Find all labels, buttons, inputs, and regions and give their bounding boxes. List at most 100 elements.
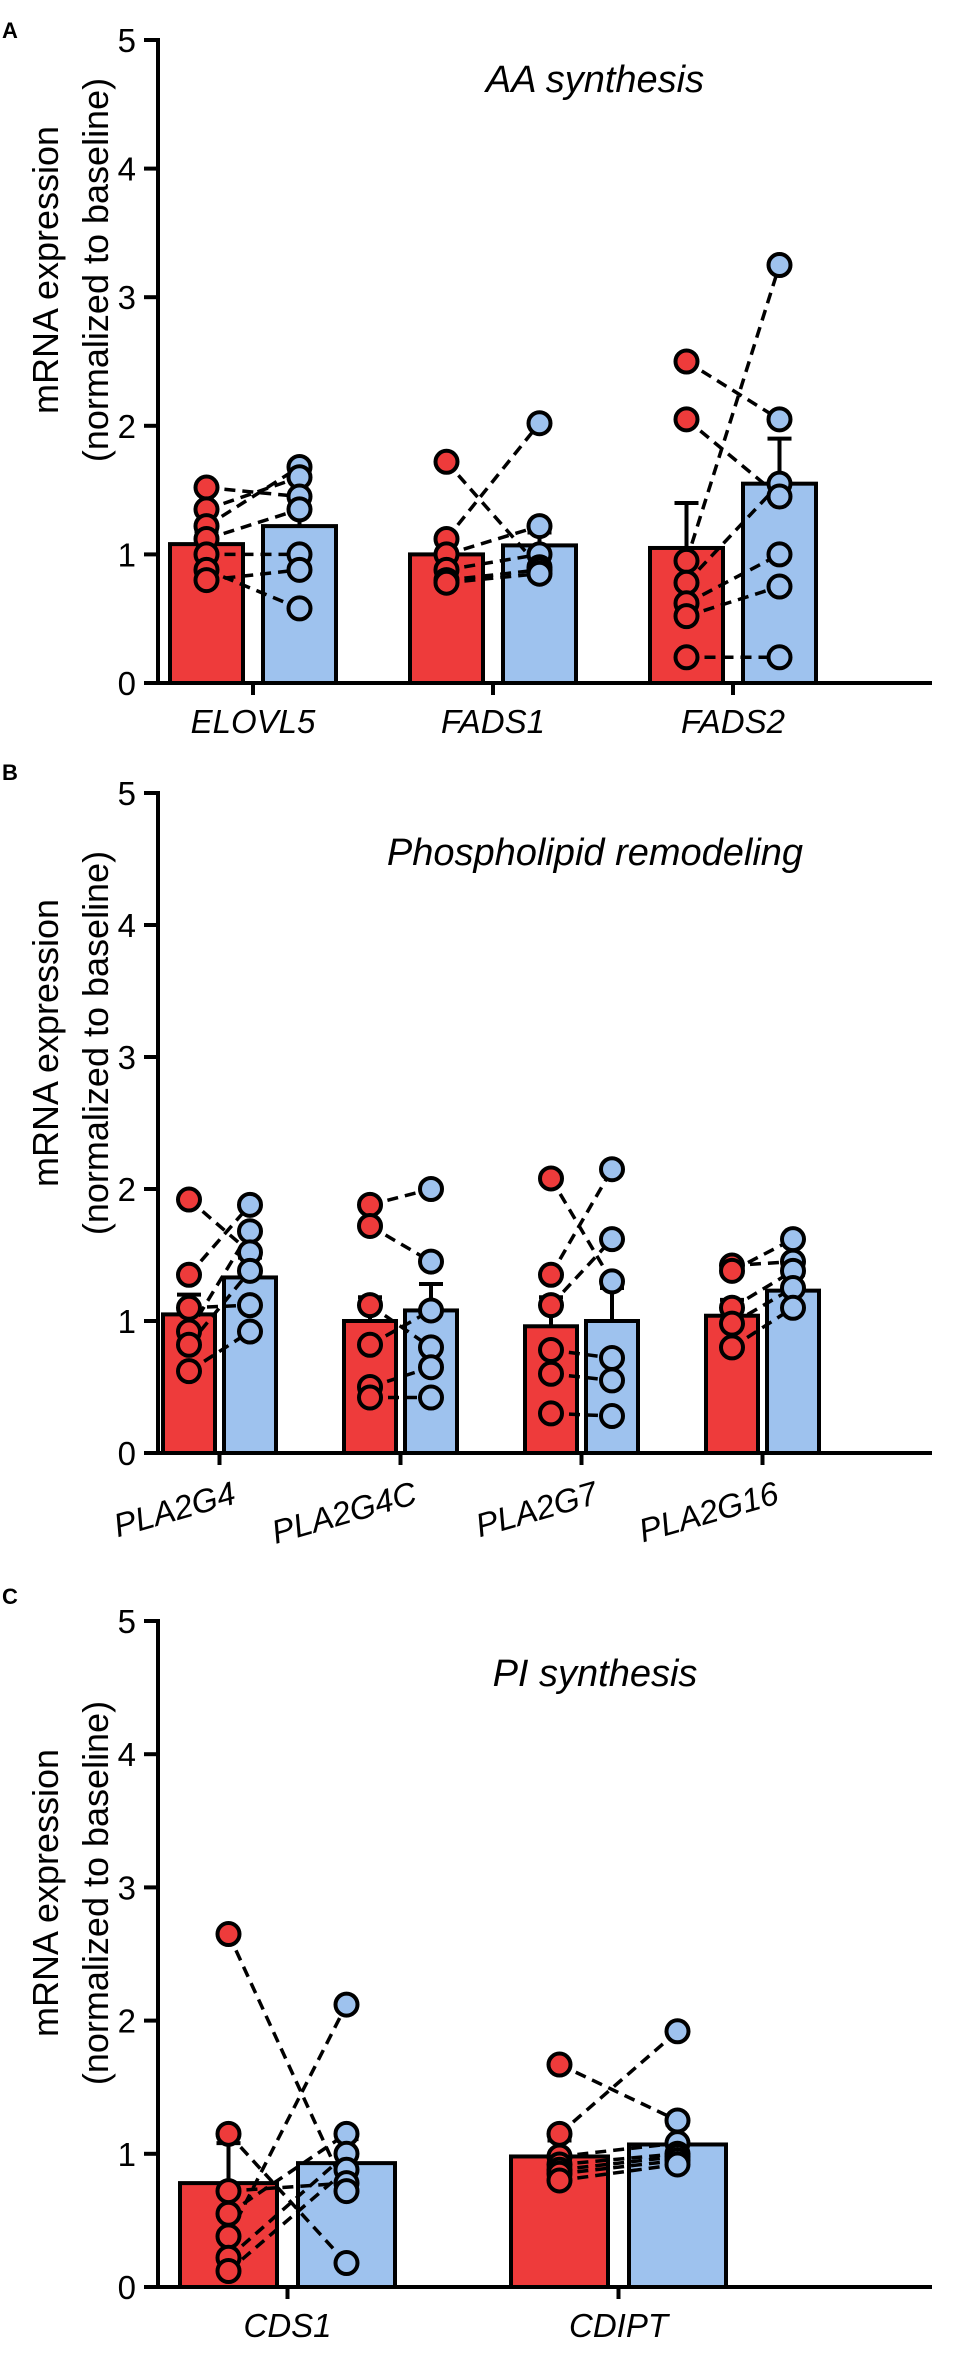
data-point xyxy=(766,541,793,568)
data-point xyxy=(673,603,700,630)
data-point xyxy=(673,547,700,574)
data-point xyxy=(176,1186,202,1213)
data-point xyxy=(418,1354,444,1381)
pair-line xyxy=(549,1168,614,1276)
data-point xyxy=(237,1191,263,1218)
data-point xyxy=(546,2167,573,2194)
panel-a-ylabel-line2: (normalized to baseline) xyxy=(75,78,116,462)
y-tick-label: 0 xyxy=(118,1435,136,1472)
data-point xyxy=(215,1921,242,1948)
data-point xyxy=(673,348,700,375)
pair-line xyxy=(559,2141,678,2159)
data-point xyxy=(599,1156,625,1183)
panel-c-letter: C xyxy=(2,1584,18,1609)
y-tick-label: 4 xyxy=(118,907,136,944)
y-tick-label: 1 xyxy=(118,536,136,573)
pair-line xyxy=(685,418,781,498)
pair-line xyxy=(446,571,540,585)
panel-a-ylabel-line1: mRNA expression xyxy=(25,126,66,414)
data-point xyxy=(526,410,553,437)
data-point xyxy=(599,1268,625,1295)
data-point xyxy=(766,406,793,433)
data-point xyxy=(418,1384,444,1411)
data-point xyxy=(664,2107,691,2134)
pair-line xyxy=(559,2162,678,2183)
pair-line xyxy=(445,460,541,569)
data-point xyxy=(357,1331,383,1358)
data-point xyxy=(433,448,460,475)
data-point xyxy=(237,1318,263,1345)
panel-a-title: AA synthesis xyxy=(484,59,704,101)
data-point xyxy=(286,496,313,523)
data-point xyxy=(546,2051,573,2078)
pair-line xyxy=(187,1203,252,1276)
data-point xyxy=(333,2250,360,2277)
data-point xyxy=(599,1344,625,1371)
data-point xyxy=(418,1176,444,1202)
panel-c: C PI synthesis mRNA expression (normaliz… xyxy=(2,1584,932,2344)
y-tick-label: 5 xyxy=(118,22,136,59)
data-point xyxy=(538,1360,564,1387)
data-point xyxy=(526,513,553,540)
data-point xyxy=(237,1218,263,1245)
data-point xyxy=(780,1294,806,1321)
y-tick-label: 3 xyxy=(118,1039,136,1076)
pair-line xyxy=(684,264,782,562)
pair-line xyxy=(205,507,301,541)
data-point xyxy=(215,2120,242,2147)
data-point xyxy=(176,1294,202,1321)
data-point xyxy=(673,406,700,433)
pair-line xyxy=(445,524,541,557)
data-point xyxy=(215,2200,242,2227)
x-tick-label: FADS2 xyxy=(681,703,785,740)
pair-line xyxy=(205,465,301,528)
data-point xyxy=(357,1212,383,1239)
y-tick-label: 3 xyxy=(118,279,136,316)
panel-a-letter: A xyxy=(2,18,18,43)
data-point xyxy=(286,556,313,583)
data-point xyxy=(719,1334,745,1361)
panel-b: B Phospholipid remodeling mRNA expressio… xyxy=(2,760,932,1551)
data-point xyxy=(673,644,700,671)
data-point xyxy=(237,1292,263,1319)
pair-line xyxy=(187,1269,252,1346)
data-point xyxy=(193,474,220,501)
pair-line xyxy=(446,552,540,572)
pair-line xyxy=(227,2132,348,2265)
y-tick-label: 2 xyxy=(118,408,136,445)
bar xyxy=(403,1308,459,1455)
data-point xyxy=(176,1331,202,1358)
pair-line xyxy=(559,2152,678,2167)
data-point xyxy=(418,1248,444,1275)
panel-c-ylabel-line1: mRNA expression xyxy=(25,1749,66,2037)
y-tick-label: 0 xyxy=(118,665,136,702)
panel-c-title: PI synthesis xyxy=(493,1653,698,1695)
panel-b-title: Phospholipid remodeling xyxy=(387,832,803,874)
data-point xyxy=(237,1257,263,1284)
data-point xyxy=(215,2258,242,2285)
pair-line xyxy=(559,2154,678,2172)
pair-line xyxy=(446,568,540,582)
pair-line xyxy=(205,475,301,512)
data-point xyxy=(433,569,460,596)
x-tick-label: PLA2G4 xyxy=(109,1474,239,1544)
data-point xyxy=(418,1297,444,1324)
data-point xyxy=(538,1261,564,1288)
data-point xyxy=(546,2120,573,2147)
data-point xyxy=(538,1165,564,1192)
pair-line xyxy=(226,2003,349,2238)
data-point xyxy=(766,573,793,600)
y-tick-label: 3 xyxy=(118,1869,136,1906)
pair-line xyxy=(549,1237,614,1307)
data-point xyxy=(215,2223,242,2250)
x-tick-label: PLA2G7 xyxy=(471,1474,603,1544)
x-tick-label: CDIPT xyxy=(569,2307,671,2344)
pair-line xyxy=(227,2152,348,2260)
pair-line xyxy=(206,568,300,582)
y-tick-label: 4 xyxy=(118,1736,136,1773)
panel-c-ylabel-line2: (normalized to baseline) xyxy=(75,1701,116,2085)
data-point xyxy=(538,1400,564,1427)
pair-line xyxy=(558,2062,679,2123)
data-point xyxy=(333,2178,360,2205)
y-tick-label: 0 xyxy=(118,2269,136,2306)
